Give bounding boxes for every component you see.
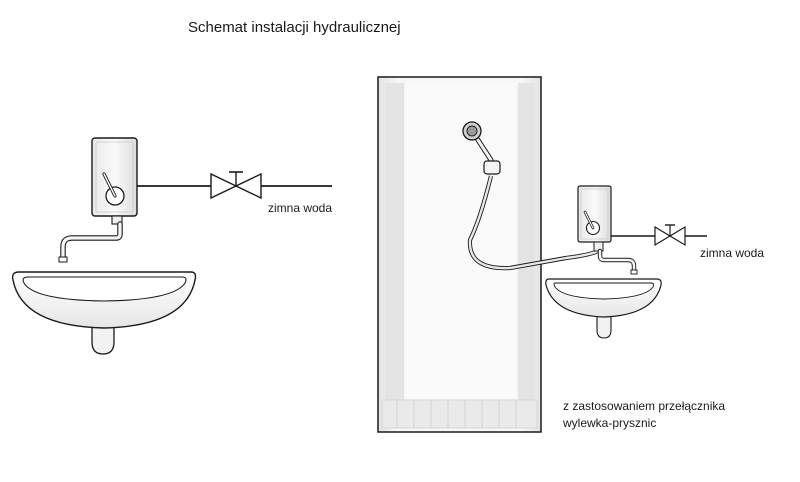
washbasin-right (545, 278, 662, 339)
water-heater-left (91, 137, 138, 217)
water-heater-right (577, 185, 612, 243)
diagram-title: Schemat instalacji hydraulicznej (188, 19, 401, 36)
washbasin-left (11, 271, 197, 355)
diverter-note-line2: wylewka-prysznic (563, 416, 657, 430)
diverter-note-line1: z zastosowaniem przełącznika (563, 399, 726, 413)
cold-water-label-left: zimna woda (268, 201, 333, 215)
right-setup (462, 121, 707, 339)
shower-head (462, 121, 501, 175)
faucet-spout-right (593, 241, 638, 275)
shutoff-valve-right (654, 224, 686, 247)
shutoff-valve-left (210, 171, 262, 200)
shower-cabin (377, 76, 542, 433)
cabin-floor-tiles (381, 399, 538, 429)
left-setup (11, 137, 332, 355)
cold-water-label-right: zimna woda (700, 246, 765, 260)
faucet-spout-left (58, 215, 123, 263)
